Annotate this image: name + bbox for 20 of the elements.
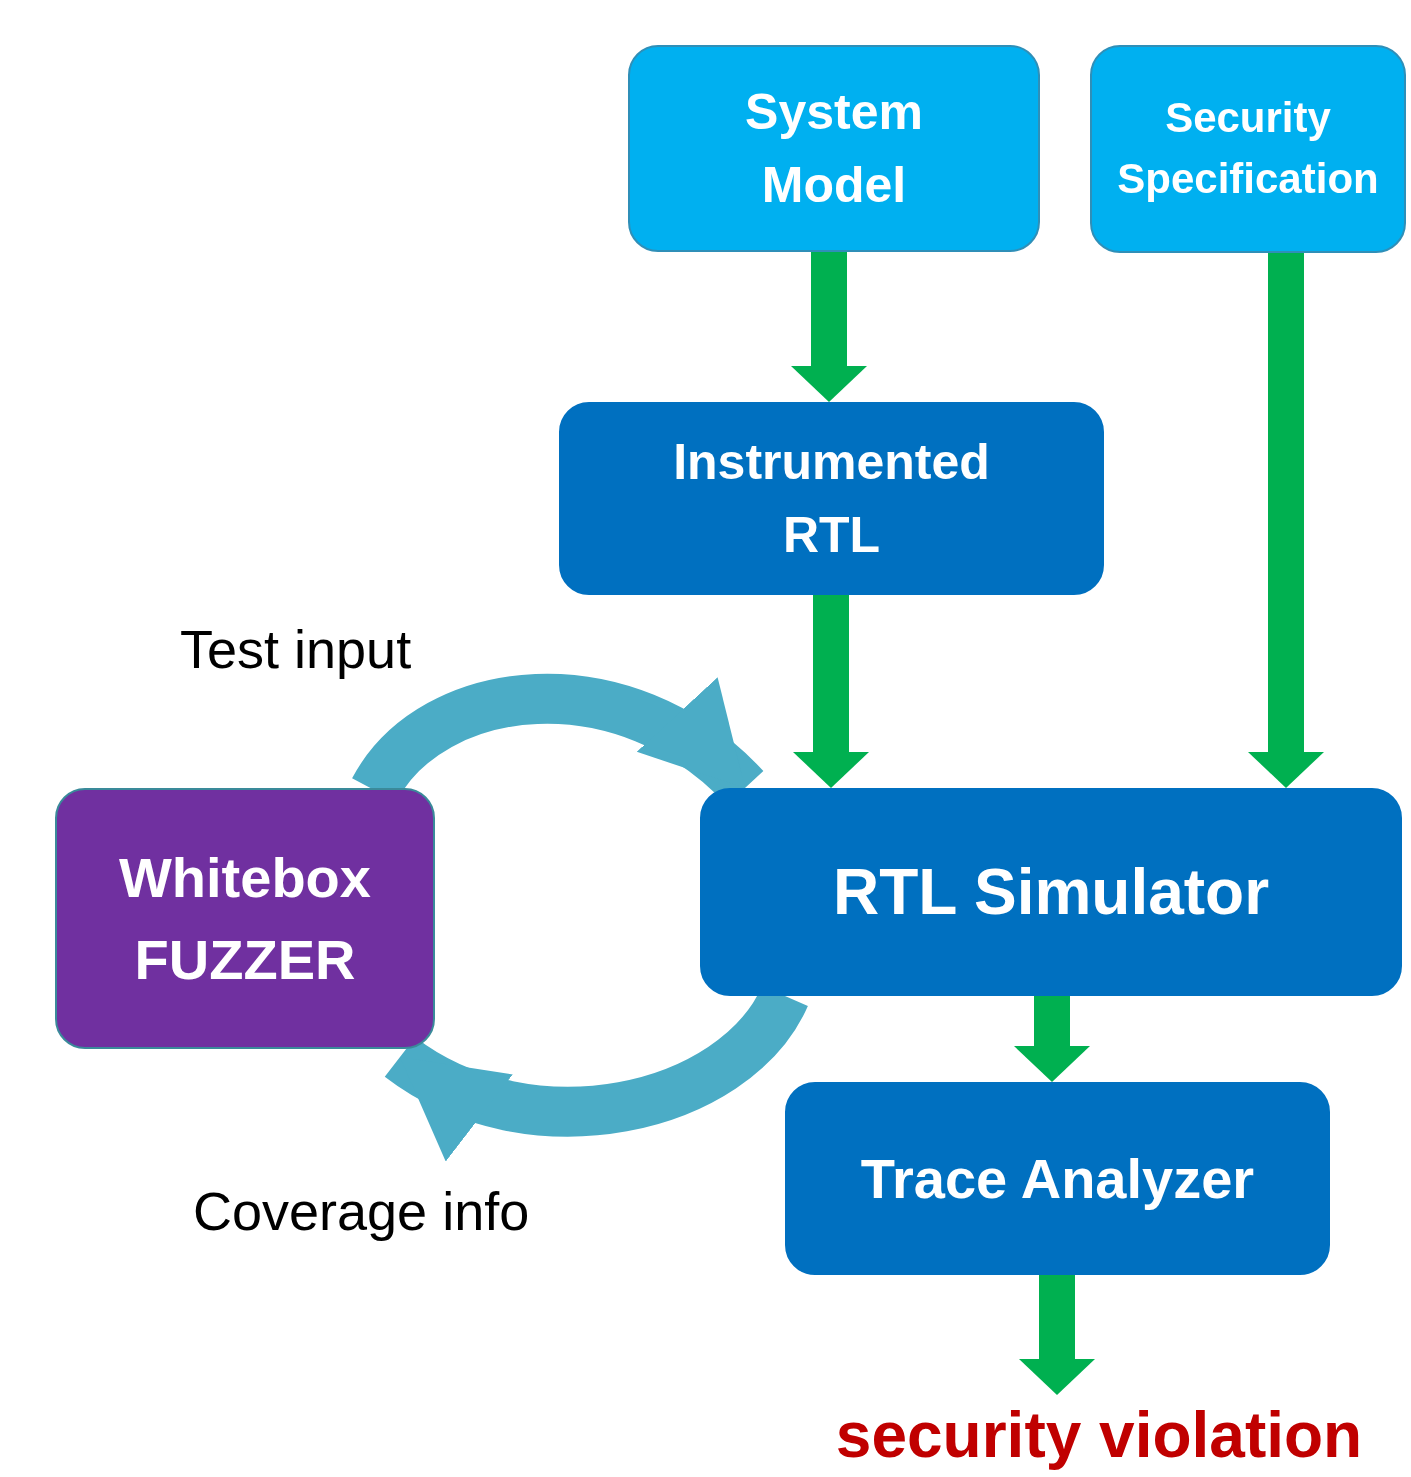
process-box (559, 402, 1104, 595)
box-label: Whitebox FUZZER (118, 845, 372, 993)
box-label: RTL Simulator (832, 854, 1270, 930)
process-box (700, 788, 1402, 996)
process-box (1090, 45, 1406, 253)
arrow (1248, 253, 1324, 788)
box-label: Instrumented RTL (672, 433, 991, 565)
arrow (1019, 1275, 1095, 1395)
arrow (1014, 996, 1090, 1082)
box-label: Security Specification (1116, 93, 1380, 204)
box-label: System Model (744, 83, 924, 215)
arrow (793, 595, 869, 788)
result-text: security violation (835, 1398, 1363, 1472)
edge-label: Coverage info (193, 1180, 530, 1242)
process-box (785, 1082, 1330, 1275)
edge-label: Test input (180, 618, 412, 680)
process-box (628, 45, 1040, 252)
process-box (55, 788, 435, 1049)
box-label: Trace Analyzer (860, 1145, 1255, 1212)
arrow (791, 252, 867, 402)
